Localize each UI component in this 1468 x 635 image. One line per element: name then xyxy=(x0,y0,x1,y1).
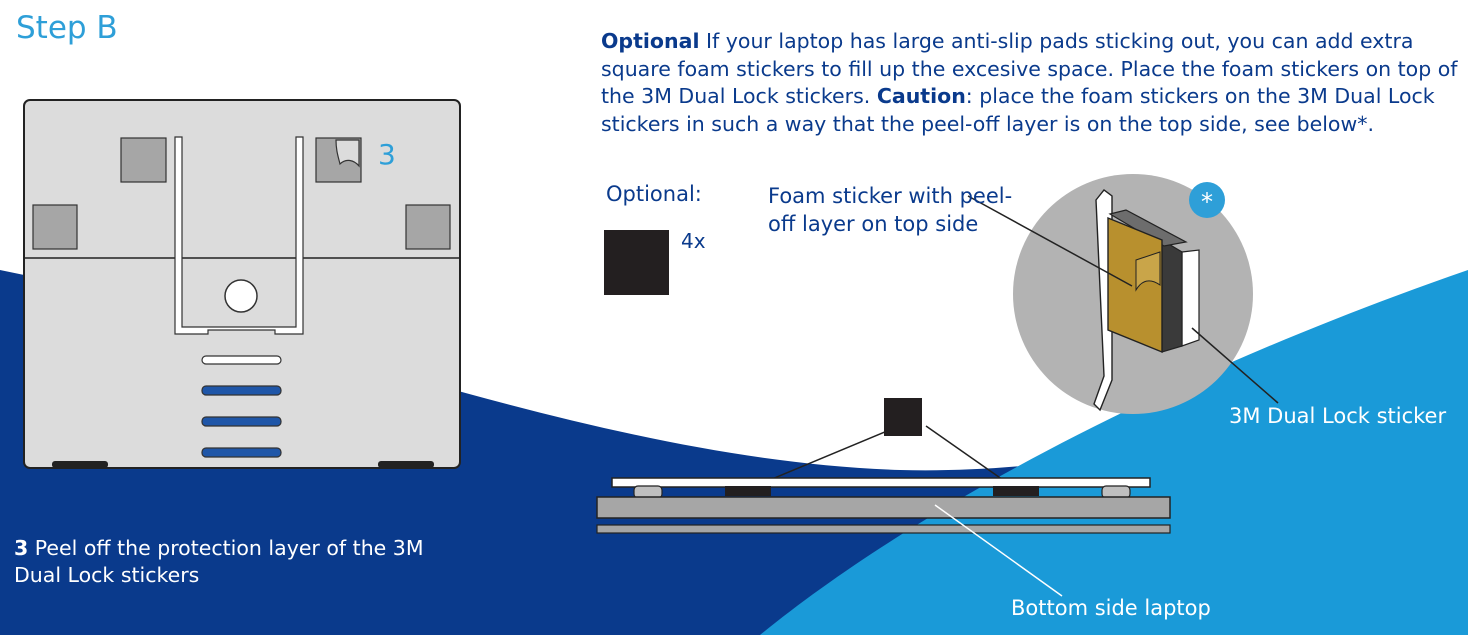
bright-blue-wave xyxy=(760,270,1468,635)
quantity-label: 4x xyxy=(681,229,706,253)
step3-text: Peel off the protection layer of the 3M … xyxy=(14,536,424,587)
zoom-detail xyxy=(934,174,1279,597)
dual-lock-label: 3M Dual Lock sticker xyxy=(1229,404,1447,428)
stand-top-view xyxy=(23,99,461,469)
optional-paragraph: Optional If your laptop has large anti-s… xyxy=(601,28,1461,138)
optional-text-part1: If your laptop has large anti-slip pads … xyxy=(601,29,1458,108)
optional-text-part2: : place the foam stickers on the 3M Dual… xyxy=(601,84,1435,136)
caution-label: Caution xyxy=(876,84,966,108)
foam-sticker-swatch xyxy=(604,230,669,295)
asterisk-badge: * xyxy=(1189,182,1225,218)
optional-lead: Optional xyxy=(601,29,700,53)
callout-number: 3 xyxy=(378,138,396,171)
step-title: Step B xyxy=(16,10,118,46)
optional-label: Optional: xyxy=(606,182,702,206)
foam-sticker-label: Foam sticker with peel-off layer on top … xyxy=(768,184,1013,236)
laptop-side-view xyxy=(596,398,1171,534)
step3-instruction: 3 Peel off the protection layer of the 3… xyxy=(14,535,454,589)
step3-number: 3 xyxy=(14,536,29,560)
bottom-side-label: Bottom side laptop xyxy=(1011,596,1211,620)
